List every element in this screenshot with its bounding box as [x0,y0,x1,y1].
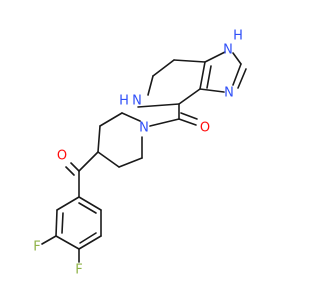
bond-pip-c3-c4 [97,125,101,153]
bond-ar-c2-c3-double [61,212,64,234]
bond-c6-c5 [152,59,175,77]
bond-pip-c5-c6 [118,157,143,168]
bond-ar-c3-f [41,235,57,245]
bond-c4-c3a [178,88,201,105]
bond-ar-c4-c5-double [79,232,97,244]
bond-ar-c6-c1 [78,196,102,211]
bond-n5-c4 [137,103,180,108]
atom-imidazole-n1: N [223,43,233,58]
bond-ar-c4-c5 [78,235,102,250]
atom-fluoro-para: F [75,263,82,278]
atom-imidazole-n3: N [224,86,234,101]
bond-c5-n5 [147,75,154,96]
bond-pip-c2-c3 [99,112,123,127]
atom-amide-n: N [139,121,149,136]
molecule-structure-diagram: H N N H N N O O F F [33,29,247,278]
bond-layer [41,51,247,263]
atom-amide-o: O [200,121,210,136]
bond-c2-n3 [232,63,242,86]
bond-n-pip-c2 [121,112,141,122]
bond-pip-c4-ketone-c [78,151,99,172]
atom-fluoro-meta: F [33,240,40,255]
bond-ar-c2-c3 [55,209,58,237]
bond-c7-c6 [173,59,206,63]
bond-n3-c3a [199,88,225,93]
atom-ring-nh-h: H [119,94,129,109]
atom-ketone-o: O [57,149,67,164]
atom-ring-nh-n: N [132,94,142,109]
bond-n1-c2 [232,52,242,65]
bond-ar-c1-c2 [56,196,80,211]
bond-ar-c6-c1-double [78,202,97,214]
bond-ketone-c-o-double [65,166,75,176]
bond-pip-c4-c5 [97,151,120,168]
bond-c3a-c7a [199,61,206,90]
bond-amide-c-o-double [180,112,198,120]
bond-c7a-n1 [204,51,226,63]
atom-label-layer: H N N H N N O O F F [33,29,243,278]
bond-c3a-c7a-double [206,65,212,89]
bond-amide-c-o [178,118,197,126]
bond-ketone-c-o [70,162,80,172]
bond-amide-c-n [149,118,180,127]
atom-imidazole-nh-h: H [233,29,243,44]
bond-ar-c3-c4 [55,235,80,250]
bond-c2-n3-double [237,68,247,89]
